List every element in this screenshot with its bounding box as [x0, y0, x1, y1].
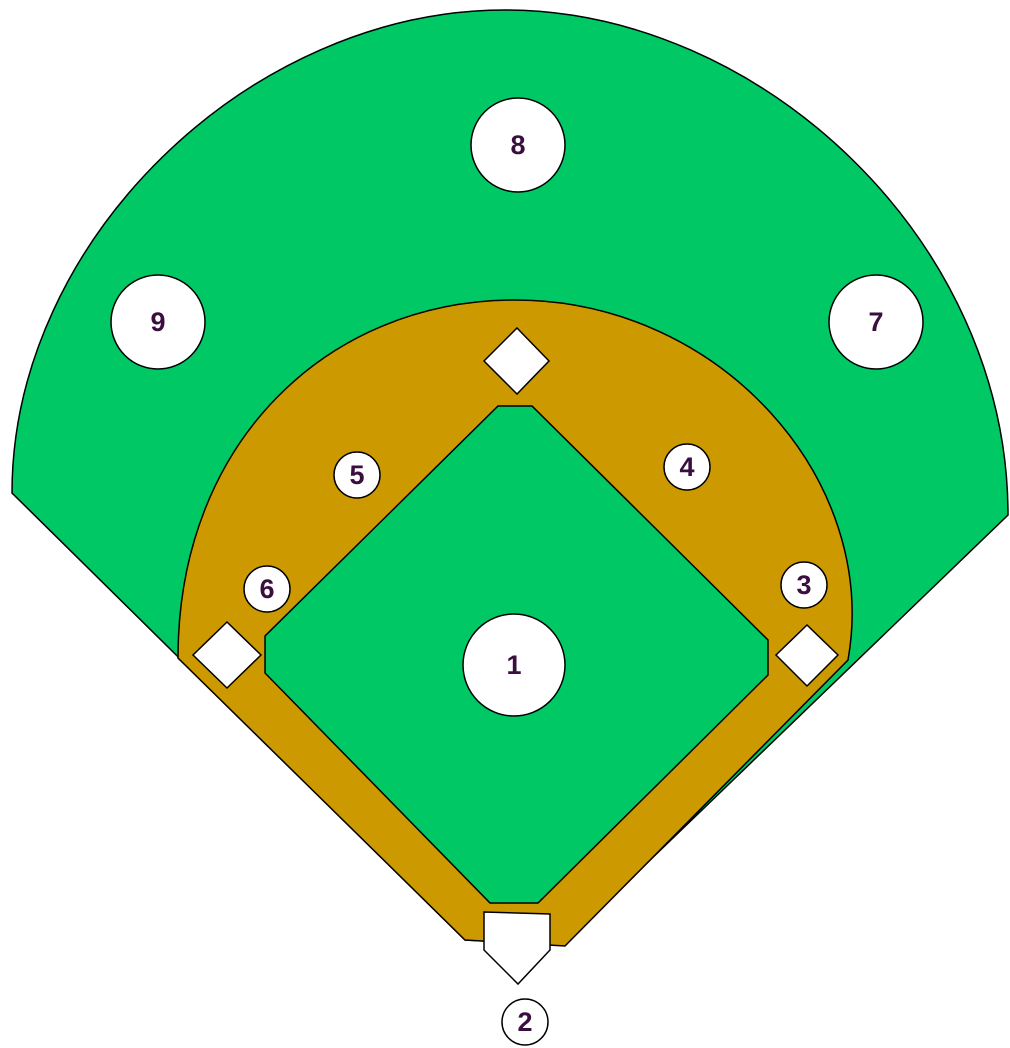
left-field-number: 7 — [868, 307, 883, 337]
position-marker-left-field: 7 — [829, 275, 923, 369]
position-marker-pitcher: 1 — [463, 614, 565, 716]
home-plate — [484, 912, 550, 984]
right-field-number: 9 — [150, 307, 165, 337]
catcher-number: 2 — [517, 1007, 532, 1037]
position-marker-catcher: 2 — [502, 999, 548, 1045]
center-field-number: 8 — [510, 130, 525, 160]
position-marker-right-field: 9 — [111, 275, 205, 369]
position-marker-shortstop: 6 — [244, 566, 290, 612]
shortstop-number: 6 — [259, 574, 274, 604]
position-marker-first-base: 3 — [781, 562, 827, 608]
position-marker-center-field: 8 — [471, 98, 565, 192]
second-base-number: 4 — [679, 452, 694, 482]
position-marker-second-base: 4 — [664, 444, 710, 490]
third-base-number: 5 — [349, 460, 364, 490]
first-base-number: 3 — [796, 570, 811, 600]
position-marker-third-base: 5 — [334, 452, 380, 498]
pitcher-number: 1 — [506, 650, 521, 680]
